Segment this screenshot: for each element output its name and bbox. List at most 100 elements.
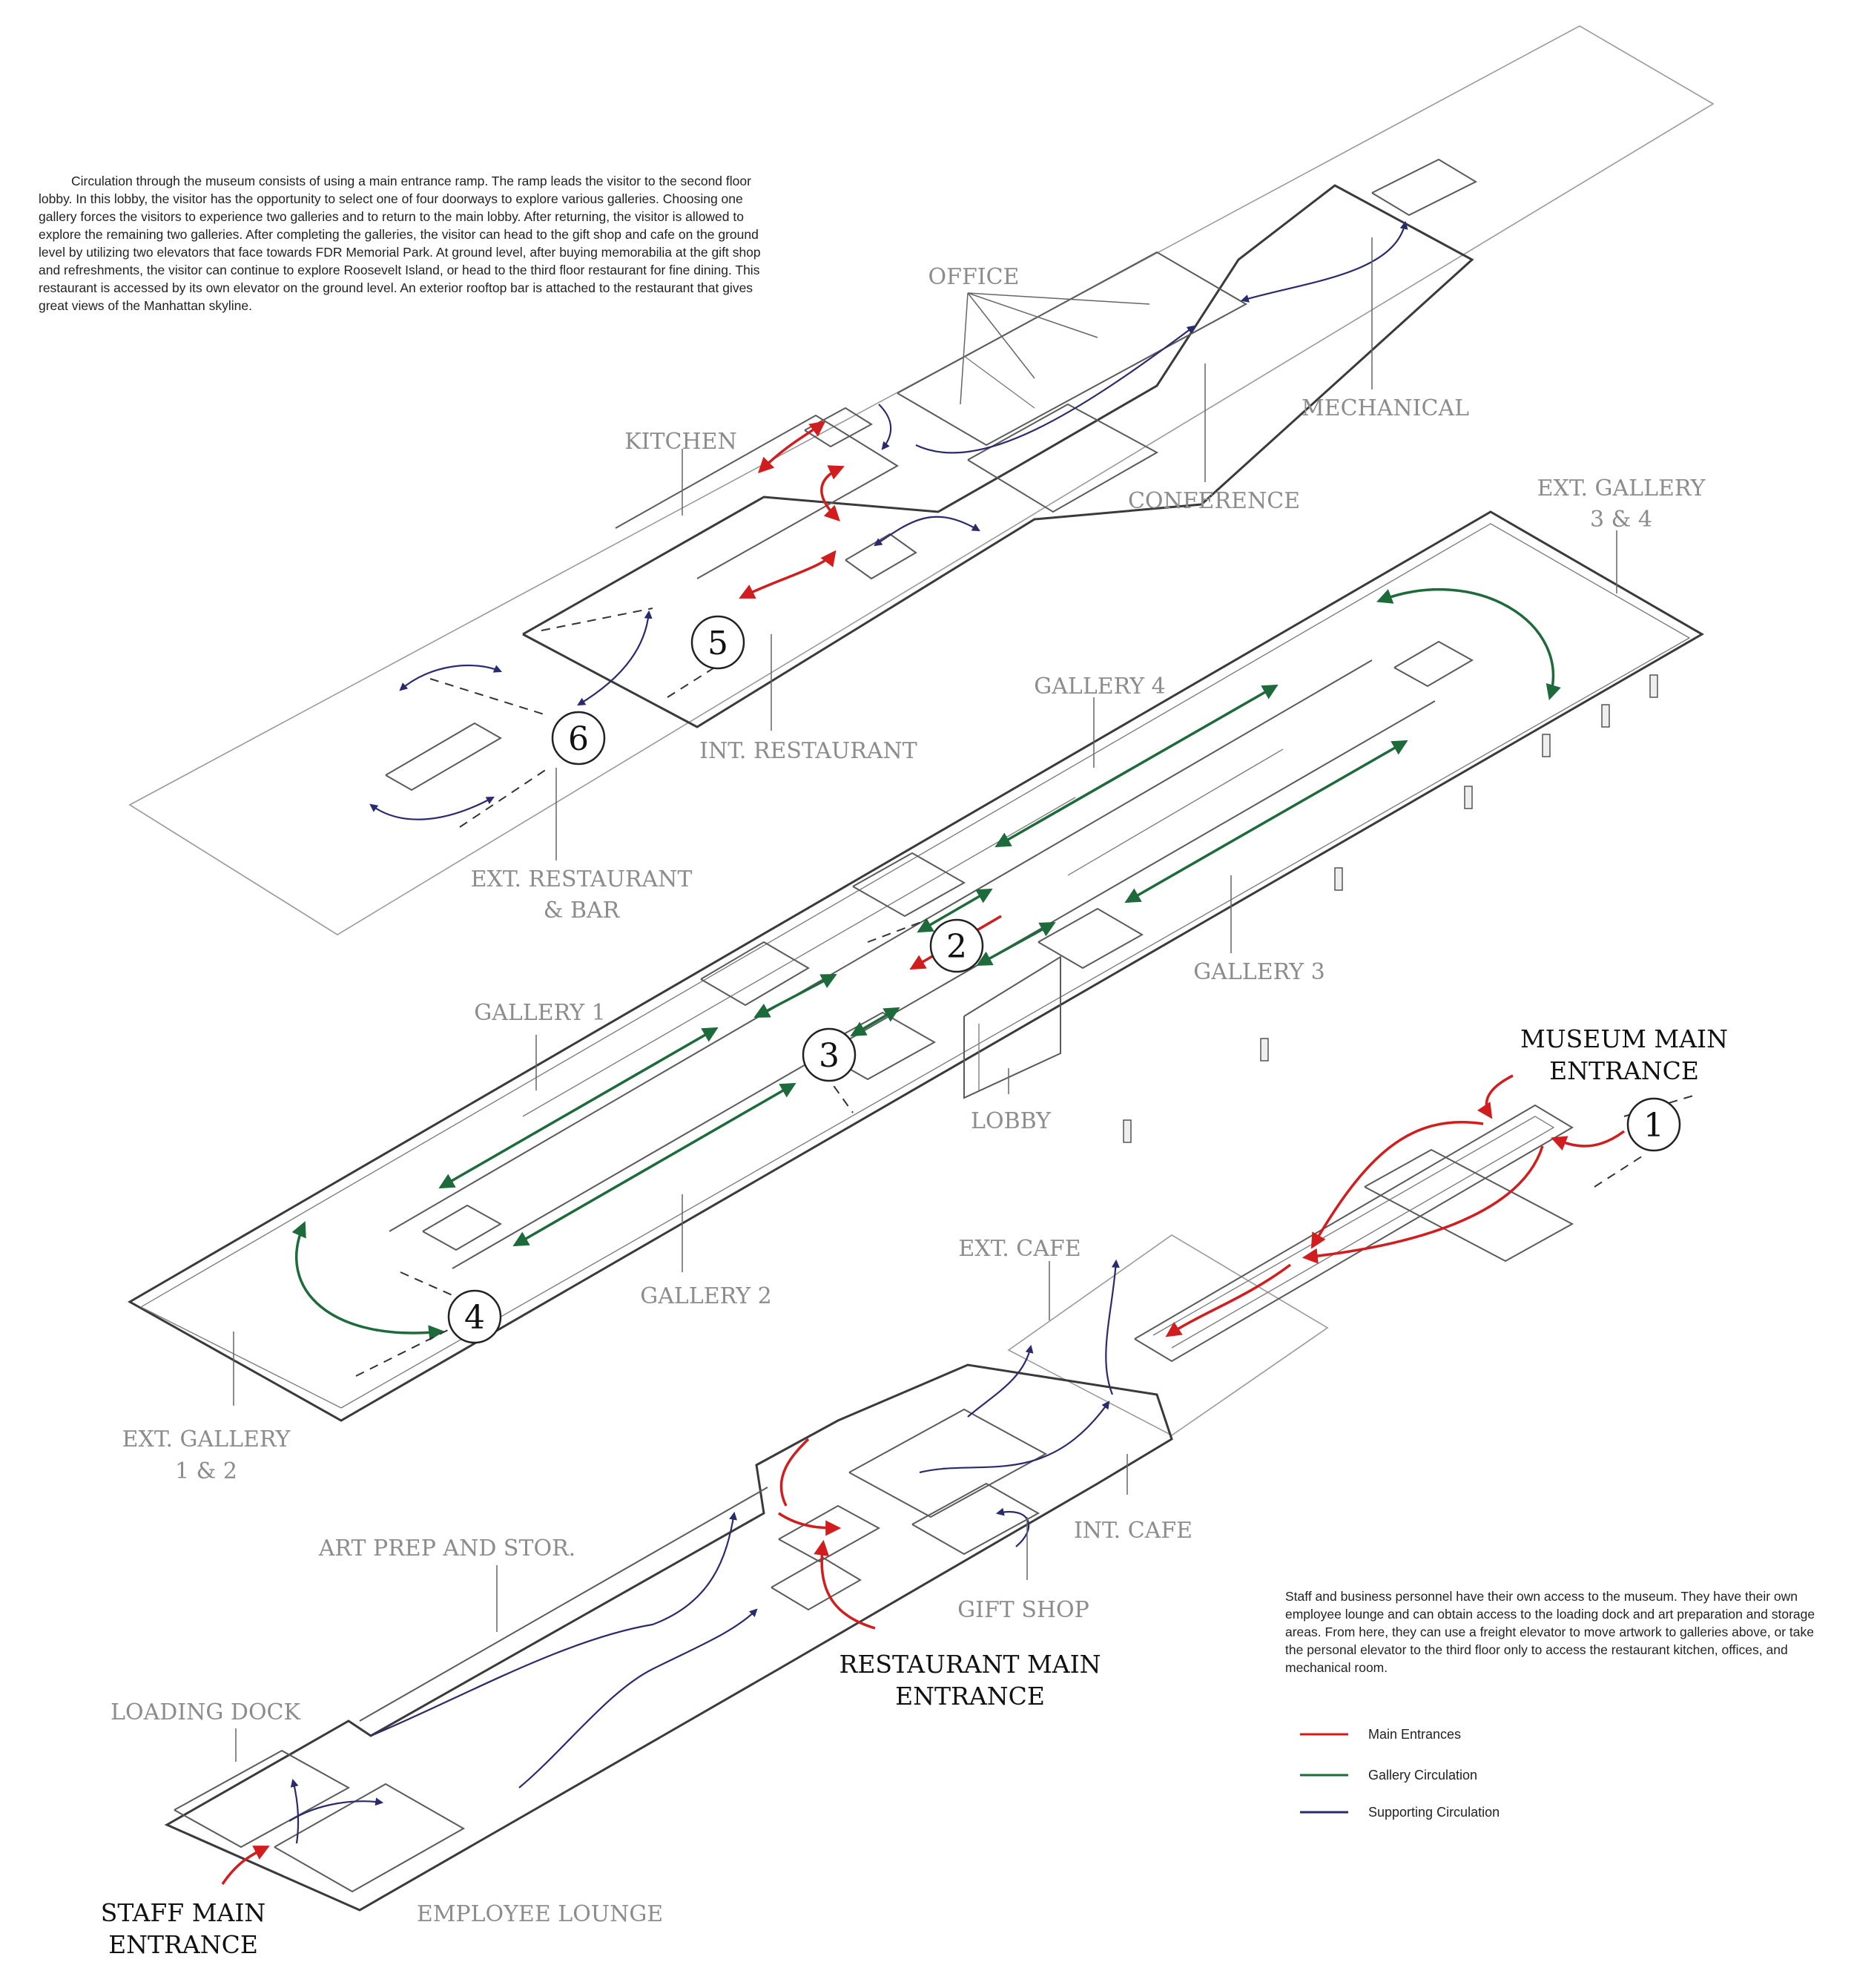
- legend-item-supporting-circulation: Supporting Circulation: [1300, 1805, 1500, 1820]
- staff-paragraph: Staff and business personnel have their …: [1285, 1589, 1815, 1675]
- label-employee-lounge: EMPLOYEE LOUNGE: [417, 1901, 663, 1927]
- ext-bar-arrow-1: [399, 665, 503, 691]
- stop-3: 3: [802, 1027, 857, 1082]
- freight-elevator: [771, 1556, 862, 1611]
- legend: Main Entrances Gallery Circulation Suppo…: [1300, 1727, 1500, 1820]
- gift-shop-box: [911, 1482, 1040, 1556]
- kitchen-wall: [615, 414, 899, 579]
- restaurant-arrow: [739, 550, 837, 599]
- mech-room: [1371, 158, 1478, 217]
- label-loading-dock: LOADING DOCK: [110, 1699, 300, 1725]
- museum-entry-arrow-1: [1477, 1074, 1514, 1119]
- stair-core-gallery4: [1393, 640, 1474, 688]
- label-staff-entrance-line2: ENTRANCE: [108, 1930, 258, 1959]
- label-gallery4: GALLERY 4: [1034, 674, 1165, 700]
- svg-text:3: 3: [819, 1037, 839, 1075]
- label-gallery2: GALLERY 2: [640, 1283, 771, 1309]
- lounge-arrow: [288, 1797, 384, 1822]
- dash-4b: [400, 1271, 468, 1303]
- art-prep-arrow-1: [370, 1511, 737, 1737]
- ramp-path-3: [1165, 1263, 1292, 1337]
- stop-5: 5: [690, 615, 745, 670]
- label-art-prep: ART PREP AND STOR.: [318, 1536, 575, 1561]
- ramp-void: [1067, 748, 1284, 876]
- art-prep-arrow-2: [518, 1608, 758, 1788]
- dash-1b: [1594, 1153, 1647, 1188]
- gallery-circulation-arrows: [291, 587, 1561, 1341]
- ext-bar-arrow-2: [369, 796, 495, 820]
- dock-arrow: [290, 1778, 300, 1844]
- label-mechanical: MECHANICAL: [1302, 395, 1469, 421]
- mech-arrow: [1240, 220, 1408, 303]
- label-lobby: LOBBY: [971, 1108, 1052, 1134]
- ground-floor-outline: [164, 1363, 1173, 1912]
- core-arrow-1: [878, 404, 892, 450]
- dash-6b: [459, 767, 550, 828]
- room-labels: OFFICE MECHANICAL KITCHEN CONFERENCE EXT…: [101, 264, 1728, 1959]
- ext-gallery34-arrow: [1376, 587, 1561, 701]
- dash-6a: [429, 678, 550, 717]
- main-entrance-arrows: [221, 421, 1626, 1885]
- dash-5a: [541, 608, 653, 631]
- svg-text:6: 6: [568, 720, 589, 758]
- label-restaurant-entrance-line2: ENTRANCE: [895, 1682, 1045, 1711]
- label-ext-gallery-34-line1: EXT. GALLERY: [1537, 475, 1706, 501]
- label-ext-cafe: EXT. CAFE: [958, 1236, 1081, 1262]
- label-int-restaurant: INT. RESTAURANT: [699, 738, 917, 764]
- lobby-arrow-3: [753, 974, 837, 1018]
- elevator-core-top: [852, 852, 966, 918]
- stop-markers: 1 2 3 4 5 6: [447, 615, 1681, 1344]
- label-gallery3: GALLERY 3: [1193, 959, 1324, 985]
- cafe-arrow-1: [967, 1344, 1034, 1418]
- gallery2-arrow: [512, 1082, 796, 1247]
- label-gift-shop: GIFT SHOP: [957, 1597, 1089, 1623]
- conference-block: [967, 403, 1159, 513]
- supporting-circulation-arrows: [288, 220, 1408, 1844]
- label-ext-restaurant-line2: & BAR: [544, 898, 621, 924]
- restaurant-entry-2: [778, 1438, 838, 1528]
- label-leaders: [233, 237, 1617, 1762]
- ground-floor-plan: [164, 1104, 1574, 1912]
- svg-text:Main Entrances: Main Entrances: [1368, 1727, 1461, 1742]
- intro-paragraph: Circulation through the museum consists …: [39, 174, 761, 313]
- label-kitchen: KITCHEN: [624, 429, 737, 455]
- art-prep-wall: [359, 1487, 768, 1722]
- label-ext-gallery-12-line1: EXT. GALLERY: [122, 1426, 291, 1452]
- label-staff-entrance-line1: STAFF MAIN: [101, 1898, 265, 1927]
- office-leader-4: [967, 292, 1150, 305]
- cafe-box: [848, 1408, 1048, 1518]
- entrance-ramp: [1134, 1104, 1574, 1363]
- stop-6: 6: [551, 711, 606, 766]
- ground-site-plate: [1007, 1234, 1329, 1436]
- ext-cafe-arrow: [1105, 1259, 1120, 1395]
- third-floor-slab: [128, 25, 1715, 935]
- gallery4-arrow-a: [994, 684, 1279, 848]
- label-gallery1: GALLERY 1: [474, 1000, 605, 1026]
- museum-entry-arrow-2: [1551, 1130, 1626, 1151]
- svg-text:5: 5: [707, 625, 728, 662]
- dash-3: [815, 1060, 854, 1113]
- label-conference: CONFERENCE: [1128, 488, 1300, 514]
- svg-text:1: 1: [1643, 1107, 1664, 1145]
- label-museum-entrance-line1: MUSEUM MAIN: [1520, 1024, 1728, 1053]
- entrance-ramp-inner: [1152, 1116, 1555, 1349]
- core-left: [700, 941, 810, 1007]
- lobby-arrow-4: [850, 1007, 900, 1037]
- corridor-arrow: [915, 325, 1195, 454]
- label-ext-restaurant-line1: EXT. RESTAURANT: [471, 866, 693, 892]
- staff-entry-arrow: [221, 1846, 270, 1885]
- gift-shop-arrow: [995, 1507, 1030, 1547]
- gallery3-arrow: [1124, 740, 1408, 904]
- core-arrow-2: [874, 516, 980, 547]
- label-museum-entrance-line2: ENTRANCE: [1549, 1056, 1699, 1085]
- restaurant-elevator: [778, 1504, 881, 1563]
- dash-4a: [355, 1323, 461, 1377]
- office-leader-1: [960, 292, 969, 405]
- lobby-arrow-1: [917, 888, 993, 933]
- lounge-box: [274, 1783, 466, 1893]
- legend-item-main-entrances: Main Entrances: [1300, 1727, 1461, 1742]
- svg-text:4: 4: [464, 1299, 485, 1337]
- label-office: OFFICE: [928, 264, 1020, 290]
- core-right: [1037, 907, 1144, 970]
- svg-text:Supporting Circulation: Supporting Circulation: [1368, 1805, 1500, 1820]
